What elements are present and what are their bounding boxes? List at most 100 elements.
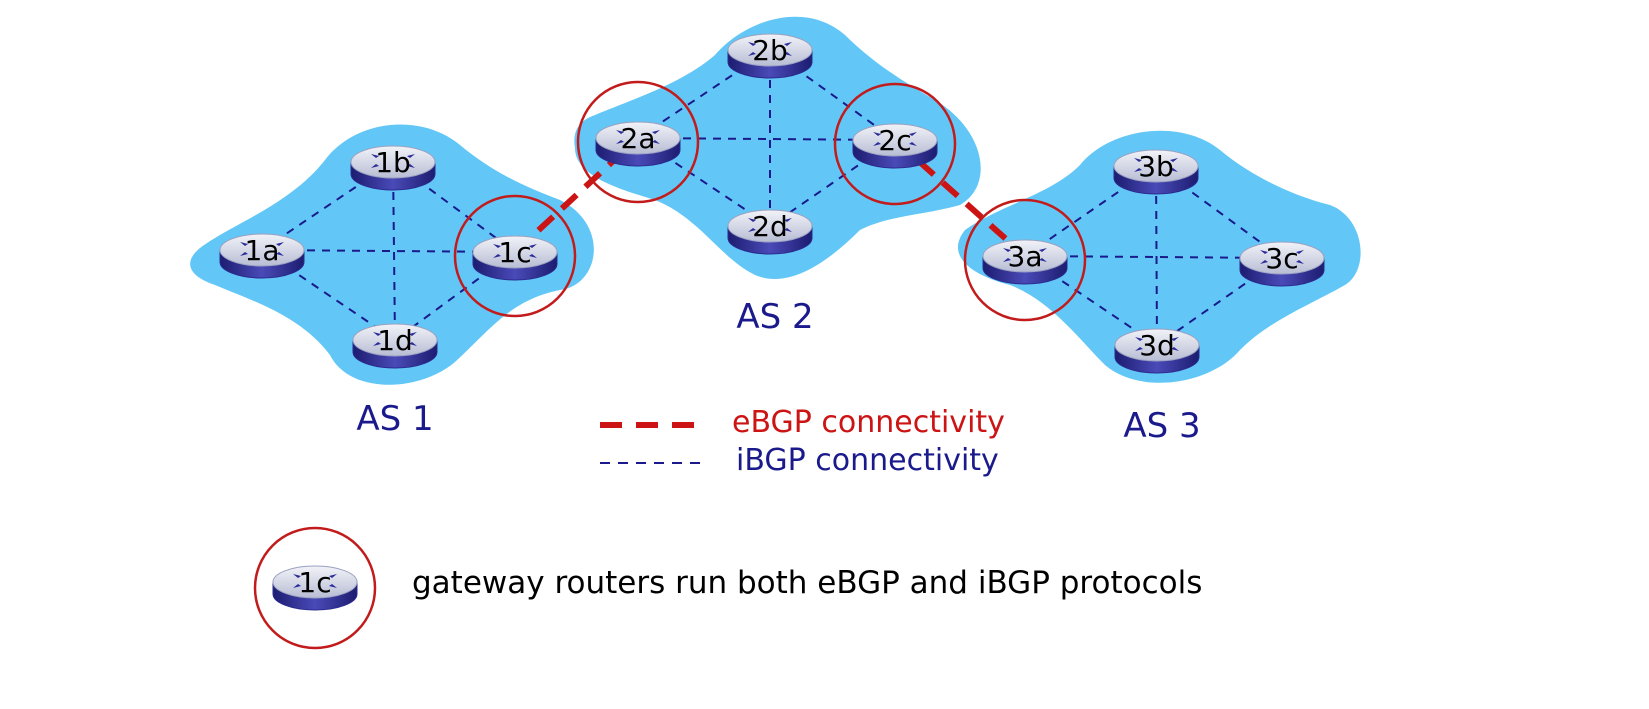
router-arrow-icon: [1135, 347, 1143, 351]
router-arrow-icon: [784, 42, 792, 46]
router-arrow-icon: [276, 242, 284, 246]
ibgp-link-3a-3c: [1024, 255, 1283, 259]
ibgp-link-2a-2c: [637, 137, 896, 141]
router-1c: 1c: [472, 235, 558, 281]
ibgp-link-3b-3c: [1155, 165, 1283, 259]
router-arrow-icon: [240, 242, 248, 246]
router-arrow-icon: [1171, 337, 1179, 341]
router-1c-legend: 1c: [272, 565, 358, 611]
router-arrow-icon: [371, 164, 379, 168]
router-arrow-icon: [873, 142, 881, 146]
router-top: [352, 323, 438, 357]
ibgp-link-3a-3b: [1024, 165, 1157, 257]
router-arrow-icon: [1003, 248, 1011, 252]
ebgp-link-2c-3a: [893, 137, 1027, 259]
router-label: 1b: [375, 146, 411, 179]
router-arrow-icon: [616, 130, 624, 134]
router-arrow-icon: [529, 244, 537, 248]
gateway-circle-3a: [963, 198, 1087, 322]
router-arrow-icon: [373, 342, 381, 346]
legend: eBGP connectivity iBGP connectivity: [600, 405, 1005, 478]
as1-label: AS 1: [356, 399, 433, 439]
legend-gateway-circle: [253, 526, 377, 650]
as3-label: AS 3: [1123, 406, 1200, 446]
router-arrow-icon: [529, 254, 537, 258]
router-arrow-icon: [1039, 248, 1047, 252]
router-label: 2b: [752, 34, 788, 67]
router-top: [1239, 241, 1325, 275]
router-arrow-icon: [1170, 158, 1178, 162]
router-arrow-icon: [293, 574, 301, 578]
router-label: 2c: [878, 124, 911, 157]
as1-cloud: [190, 124, 594, 385]
router-arrow-icon: [240, 252, 248, 256]
router-arrow-icon: [373, 332, 381, 336]
router-label: 3a: [1008, 240, 1043, 273]
router-3c: 3c: [1239, 241, 1325, 287]
router-3b: 3b: [1113, 149, 1199, 195]
router-arrow-icon: [748, 218, 756, 222]
router-arrow-icon: [293, 584, 301, 588]
routers: 1a 1b 1c 1d 2a 2b 2c 2d 3a 3b 3c 3d: [219, 33, 1325, 374]
router-1b: 1b: [350, 145, 436, 191]
router-arrow-icon: [493, 254, 501, 258]
router-top: [472, 235, 558, 269]
ibgp-link-1b-1c: [392, 161, 516, 253]
router-arrow-icon: [493, 244, 501, 248]
router-2a: 2a: [595, 121, 681, 167]
router-arrow-icon: [784, 228, 792, 232]
router-arrow-icon: [616, 140, 624, 144]
legend-gateway-example: 1c: [253, 526, 377, 650]
legend-ebgp-label: eBGP connectivity: [732, 405, 1005, 440]
router-arrow-icon: [371, 154, 379, 158]
router-label: 3d: [1139, 329, 1175, 362]
router-top: [727, 33, 813, 67]
router-top: [1114, 328, 1200, 362]
router-arrow-icon: [329, 584, 337, 588]
router-arrow-icon: [909, 132, 917, 136]
router-arrow-icon: [1296, 260, 1304, 264]
router-label: 3b: [1138, 150, 1174, 183]
router-top: [982, 239, 1068, 273]
router-arrow-icon: [1134, 168, 1142, 172]
router-label: 2d: [752, 210, 788, 243]
router-3d: 3d: [1114, 328, 1200, 374]
router-arrow-icon: [652, 140, 660, 144]
router-label: 1a: [245, 234, 280, 267]
router-label: 1c: [298, 566, 331, 599]
router-arrow-icon: [909, 142, 917, 146]
router-arrow-icon: [1296, 250, 1304, 254]
gateway-circles: [453, 80, 1087, 322]
router-arrow-icon: [1260, 260, 1268, 264]
router-arrow-icon: [329, 574, 337, 578]
router-top: [727, 209, 813, 243]
router-arrow-icon: [1170, 168, 1178, 172]
router-arrow-icon: [784, 218, 792, 222]
router-label: 3c: [1265, 242, 1298, 275]
gateway-circle-2a: [576, 80, 700, 204]
router-arrow-icon: [409, 342, 417, 346]
gateway-circle-2c: [833, 82, 957, 206]
ibgp-link-1a-1b: [261, 161, 394, 251]
router-arrow-icon: [407, 154, 415, 158]
router-3a: 3a: [982, 239, 1068, 285]
ibgp-link-2a-2d: [637, 137, 771, 227]
router-arrow-icon: [1260, 250, 1268, 254]
ibgp-link-2a-2b: [637, 49, 771, 139]
router-label: 1c: [498, 236, 531, 269]
router-arrow-icon: [276, 252, 284, 256]
router-top: [350, 145, 436, 179]
router-label: 2a: [621, 122, 656, 155]
as2-cloud: [574, 16, 981, 279]
router-2c: 2c: [852, 123, 938, 169]
ibgp-link-1a-1d: [261, 249, 396, 341]
router-1a: 1a: [219, 233, 305, 279]
ibgp-link-1c-1d: [394, 251, 516, 341]
router-arrow-icon: [407, 164, 415, 168]
router-top: [1113, 149, 1199, 183]
router-arrow-icon: [1171, 347, 1179, 351]
router-label: 1d: [377, 324, 413, 357]
as3-cloud: [957, 130, 1361, 383]
router-arrow-icon: [652, 130, 660, 134]
